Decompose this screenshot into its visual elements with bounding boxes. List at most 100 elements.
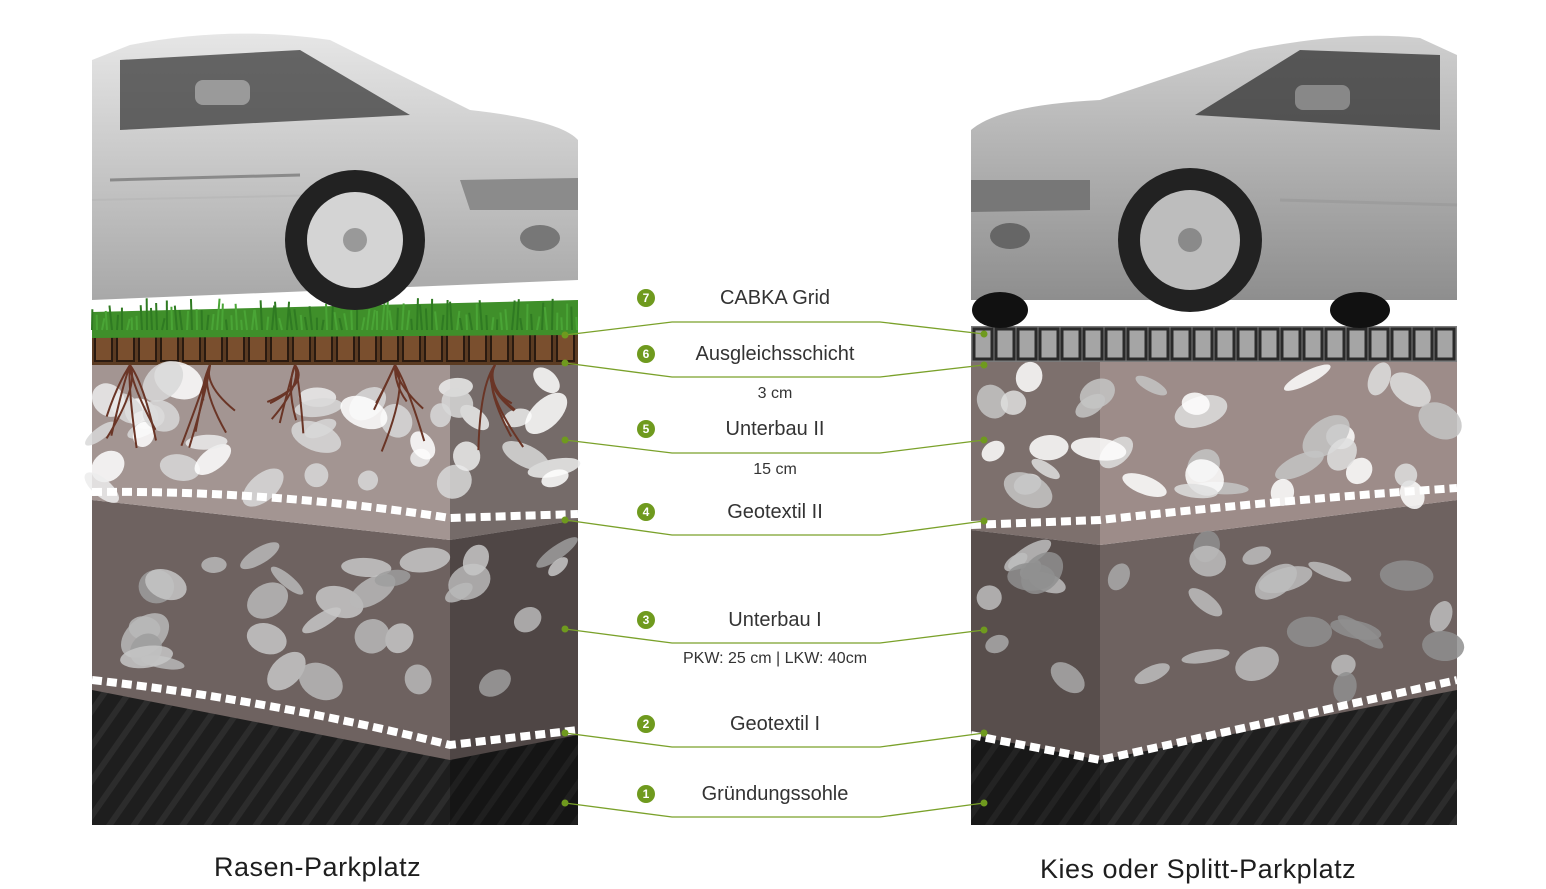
stone — [399, 547, 451, 573]
gravel-cell — [972, 327, 994, 361]
connector-dot — [561, 799, 569, 807]
roots — [105, 364, 524, 452]
grass-blade — [126, 318, 131, 331]
grass-blade — [468, 312, 473, 331]
grid-cell — [226, 332, 245, 362]
gravel-cell — [1170, 327, 1192, 361]
stone — [247, 582, 289, 619]
grass-blade — [266, 316, 270, 331]
grass-blade — [331, 304, 334, 331]
layer-5-number-badge: 5 — [637, 420, 655, 438]
grass-blade — [575, 316, 578, 331]
grass-blade — [108, 305, 113, 331]
gravel-cell — [1258, 327, 1280, 361]
grass-blade — [361, 317, 366, 331]
stone — [404, 664, 432, 695]
connector-dot — [980, 799, 988, 807]
layer-4-label: Geotextil II — [727, 501, 823, 523]
stone — [120, 645, 173, 669]
grass-blade — [139, 305, 143, 331]
grass-blade — [396, 307, 399, 331]
grass-blade — [366, 308, 371, 331]
stone — [1015, 361, 1043, 393]
grass-blade — [259, 300, 263, 331]
stone — [1418, 402, 1462, 440]
root — [105, 364, 131, 417]
grass-blade — [441, 314, 445, 331]
connector-line — [564, 321, 985, 336]
connector-line — [564, 732, 985, 748]
gravel-cell — [1038, 327, 1060, 361]
stone — [1079, 378, 1115, 409]
grass-blade — [424, 308, 428, 331]
root — [373, 364, 396, 411]
grass-blade — [491, 317, 495, 331]
grid-cell — [336, 332, 355, 362]
stone — [436, 464, 472, 499]
stone — [976, 384, 1009, 419]
grass-blade — [189, 298, 193, 331]
stone — [298, 662, 343, 701]
grass-blade — [456, 310, 461, 331]
grass-blade — [149, 307, 153, 331]
stone — [525, 392, 568, 435]
grass-blade — [560, 317, 563, 331]
grid-cell — [292, 332, 311, 362]
root — [105, 364, 134, 439]
stone — [91, 450, 125, 483]
stone — [1331, 654, 1356, 677]
root — [278, 364, 296, 424]
stone — [1242, 546, 1272, 565]
stone — [502, 441, 550, 471]
stone — [1174, 483, 1218, 499]
stone — [201, 556, 227, 573]
stone — [1235, 646, 1279, 681]
grid-cell — [490, 332, 509, 362]
stone — [1275, 450, 1324, 480]
stone — [1021, 552, 1064, 595]
layer-6-number-badge: 6 — [637, 345, 655, 363]
grass-blade — [511, 300, 516, 331]
gravel-cell — [1434, 327, 1456, 361]
grass-blade — [381, 302, 386, 331]
grass-blade — [303, 316, 308, 331]
grass-blade — [530, 313, 533, 331]
stone — [1181, 649, 1230, 664]
grass-blade — [338, 317, 343, 331]
grass-blade — [386, 298, 389, 331]
grass-blade — [104, 310, 108, 331]
grass-blade — [170, 306, 173, 331]
stone — [374, 569, 411, 587]
grass-blade — [350, 310, 353, 331]
stone — [294, 398, 343, 418]
grid-cell — [424, 332, 443, 362]
root — [394, 364, 426, 442]
grass-blade — [293, 309, 298, 331]
gravel-cell — [1126, 327, 1148, 361]
stone — [1330, 619, 1382, 640]
connector-dot — [980, 330, 988, 338]
grid-cell — [270, 332, 289, 362]
connector-dot — [980, 626, 988, 634]
grass-blade — [401, 303, 405, 331]
layer-7-number-badge: 7 — [637, 289, 655, 307]
grass-blade — [526, 304, 529, 331]
stone — [478, 669, 511, 697]
layer-2-number-badge: 2 — [637, 715, 655, 733]
grid-cell — [402, 332, 421, 362]
grass-blade — [465, 314, 468, 331]
connector-dots — [561, 330, 988, 807]
stone — [985, 634, 1009, 654]
stone — [445, 582, 473, 603]
stone — [1050, 662, 1085, 694]
grass-blade — [234, 303, 238, 331]
layer-1-number-badge: 1 — [637, 785, 655, 803]
lawn-parking-cross-section — [84, 33, 581, 825]
layer-2-label: Geotextil I — [729, 713, 821, 735]
gravel-cell — [1390, 327, 1412, 361]
gravel-cell — [994, 327, 1016, 361]
connector-dot — [561, 359, 569, 367]
stone — [1181, 392, 1210, 415]
gravel-cell — [1412, 327, 1434, 361]
